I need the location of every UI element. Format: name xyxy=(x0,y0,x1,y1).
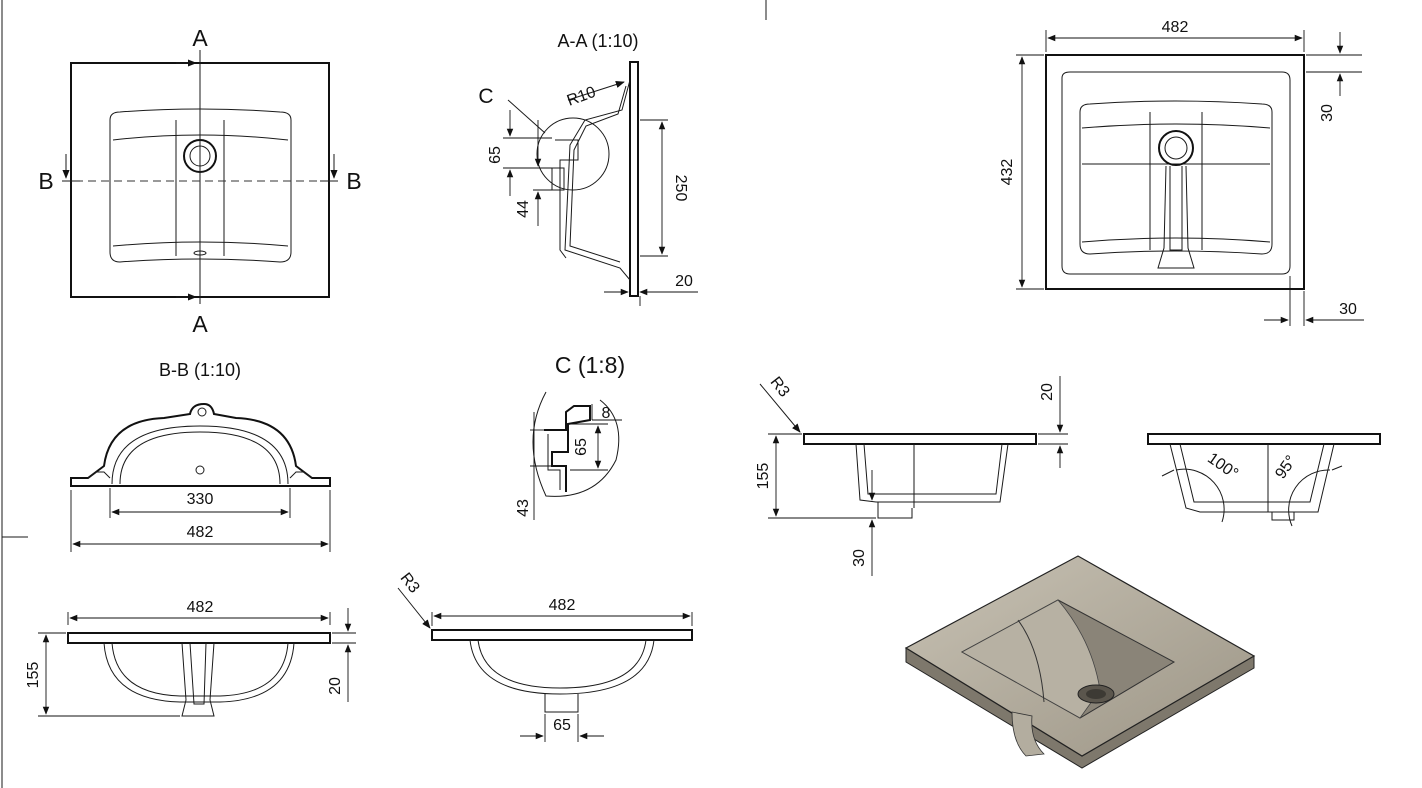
top-view-left: A A B B xyxy=(38,25,361,337)
basin-3d-render xyxy=(904,555,1256,769)
front-155-label: 155 xyxy=(25,662,42,689)
side-r3-label: R3 xyxy=(397,570,423,597)
section-mark-a-bottom: A xyxy=(192,311,208,337)
front-view: 482 155 20 xyxy=(25,599,356,717)
section-aa-title: A-A (1:10) xyxy=(557,31,638,51)
section-mark-b-left: B xyxy=(38,168,53,194)
top-view-right: 482 432 30 30 xyxy=(999,19,1364,326)
right-155-label: 155 xyxy=(755,463,772,490)
section-bb-view: B-B (1:10) 330 482 xyxy=(70,360,331,552)
detail-c-title: C (1:8) xyxy=(555,352,625,378)
section-bb-title: B-B (1:10) xyxy=(159,360,241,380)
c-8-label: 8 xyxy=(602,405,611,422)
front-20-label: 20 xyxy=(327,677,344,695)
top-30-bottom-label: 30 xyxy=(1339,301,1357,318)
side-65-label: 65 xyxy=(553,717,571,734)
aa-44-label: 44 xyxy=(515,200,532,218)
section-mark-b-right: B xyxy=(346,168,361,194)
top-30-right-label: 30 xyxy=(1319,104,1336,122)
right-30-label: 30 xyxy=(851,549,868,567)
c-65-label: 65 xyxy=(573,438,590,456)
aa-20-label: 20 xyxy=(675,273,693,290)
top-482-label: 482 xyxy=(1162,19,1189,36)
detail-c-marker: C xyxy=(478,85,493,108)
end-elevation-view: 100° 95° xyxy=(1147,433,1381,527)
c-43-label: 43 xyxy=(515,499,532,517)
angle-95-label: 95° xyxy=(1272,453,1300,483)
right-elevation-view: R3 20 155 30 xyxy=(755,374,1068,576)
section-aa-view: A-A (1:10) R10 C 65 44 250 20 xyxy=(478,31,698,306)
aa-r10-label: R10 xyxy=(565,84,598,110)
aa-65-label: 65 xyxy=(487,146,504,164)
bb-482-label: 482 xyxy=(187,524,214,541)
aa-250-label: 250 xyxy=(672,175,689,202)
sheet-frame xyxy=(1,0,767,788)
top-432-label: 432 xyxy=(999,159,1016,186)
section-mark-a-top: A xyxy=(192,25,208,51)
right-20-label: 20 xyxy=(1039,383,1056,401)
side-view: R3 482 65 xyxy=(397,570,693,742)
side-482-label: 482 xyxy=(549,597,576,614)
bb-330-label: 330 xyxy=(187,491,214,508)
detail-c-view: C (1:8) 8 65 43 xyxy=(515,352,625,520)
front-482-label: 482 xyxy=(187,599,214,616)
